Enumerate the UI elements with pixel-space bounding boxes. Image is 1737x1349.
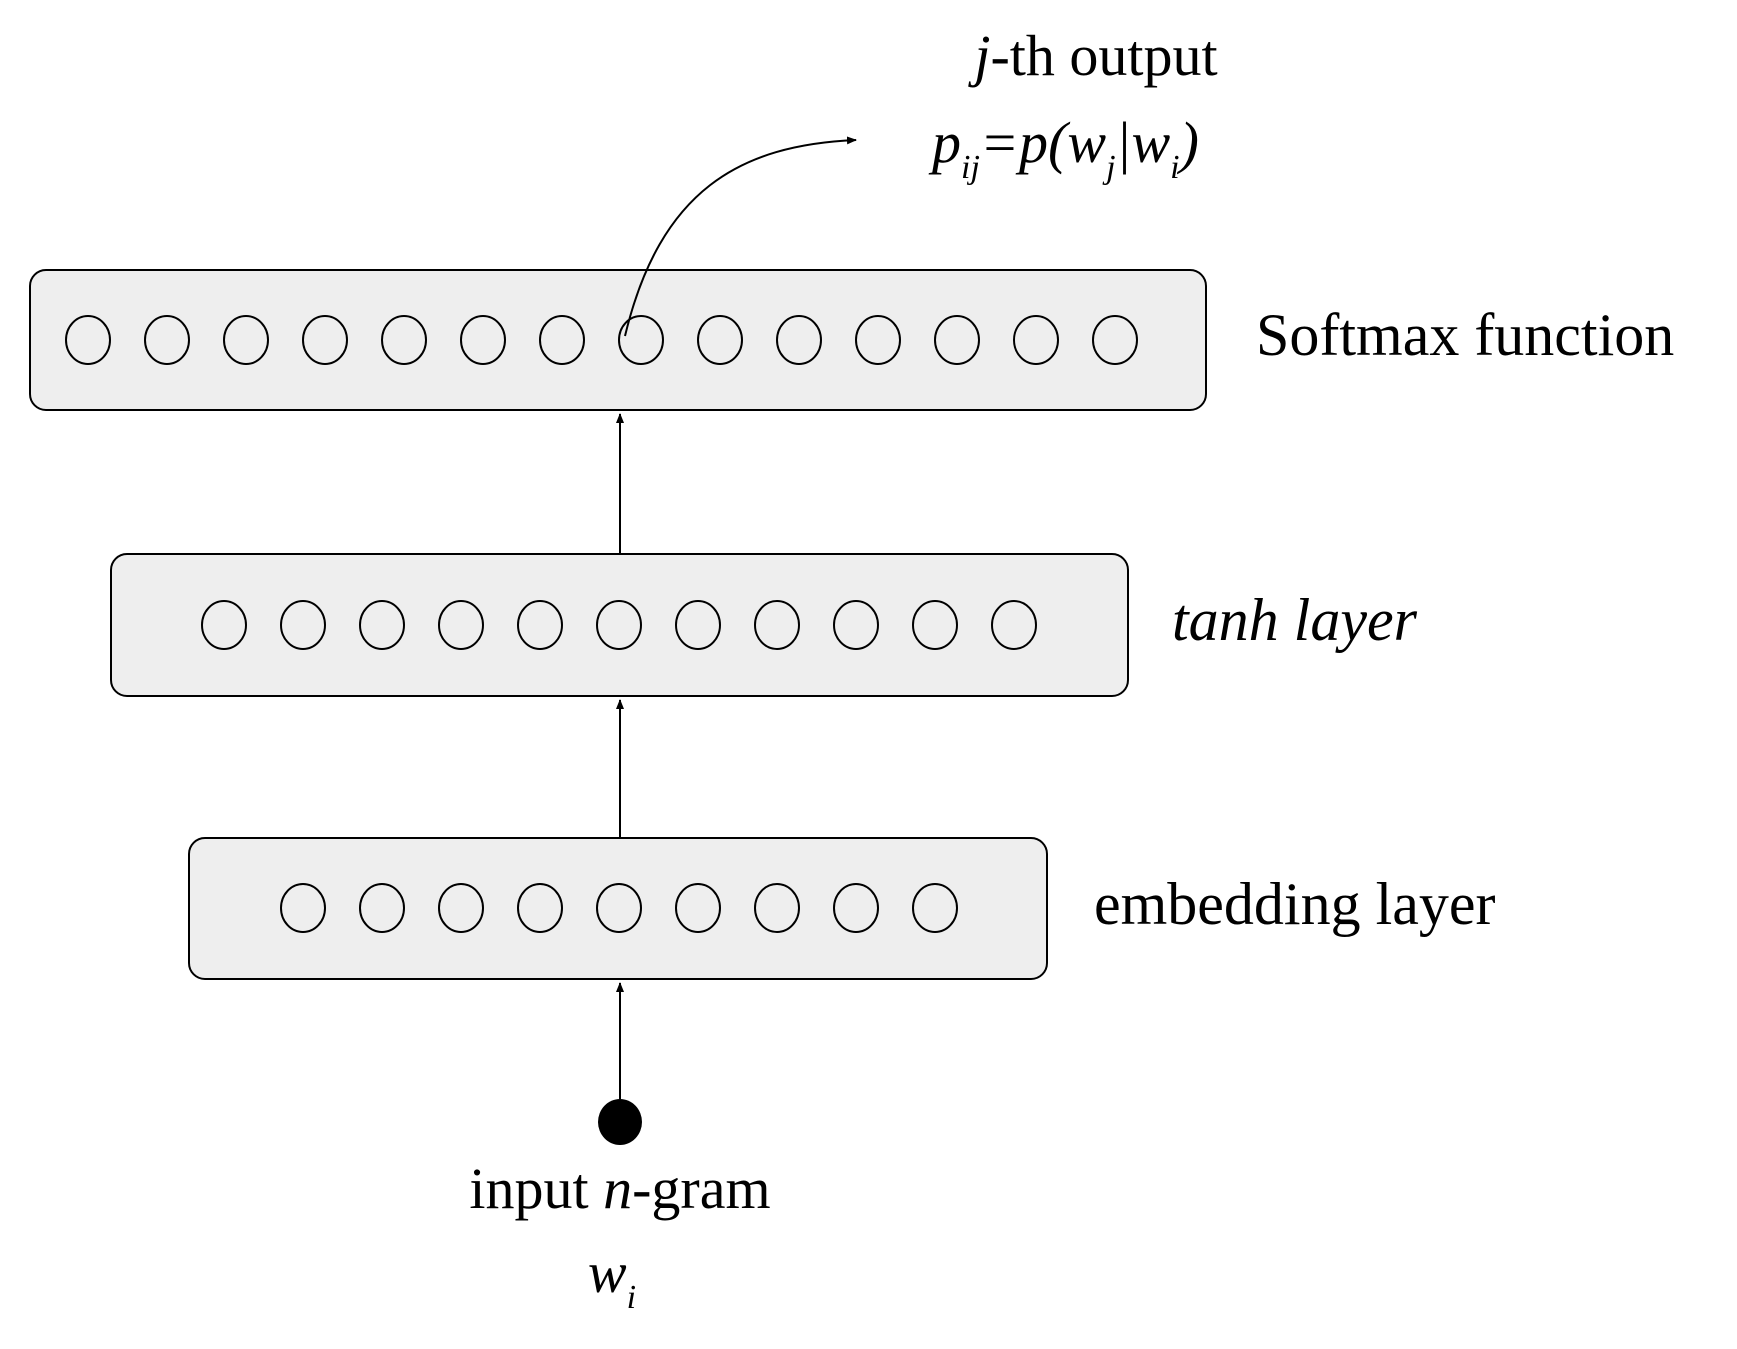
input-ngram-label: input n-gram bbox=[469, 1156, 770, 1221]
softmax-neuron bbox=[144, 315, 190, 365]
tanh-neuron bbox=[912, 600, 958, 650]
embedding-neuron bbox=[280, 883, 326, 933]
output-probability-formula: pij=p(wj|wi) bbox=[928, 110, 1199, 186]
embedding-neuron bbox=[359, 883, 405, 933]
softmax-neuron bbox=[855, 315, 901, 365]
jth-output-arrow bbox=[624, 136, 857, 337]
softmax-neuron bbox=[934, 315, 980, 365]
softmax-neuron bbox=[460, 315, 506, 365]
softmax-neurons bbox=[65, 315, 1138, 365]
softmax-neuron bbox=[302, 315, 348, 365]
embedding-neuron bbox=[912, 883, 958, 933]
embedding-neuron bbox=[675, 883, 721, 933]
embedding-neuron bbox=[833, 883, 879, 933]
tanh-neuron bbox=[833, 600, 879, 650]
embedding-layer-label: embedding layer bbox=[1094, 871, 1496, 937]
tanh-neuron bbox=[438, 600, 484, 650]
embedding-neuron bbox=[596, 883, 642, 933]
softmax-neuron bbox=[1092, 315, 1138, 365]
embedding-neuron bbox=[438, 883, 484, 933]
softmax-neuron bbox=[776, 315, 822, 365]
softmax-neuron bbox=[618, 315, 664, 365]
softmax-neuron bbox=[223, 315, 269, 365]
tanh-layer-panel bbox=[110, 553, 1129, 697]
embedding-neurons bbox=[280, 883, 958, 933]
tanh-neuron bbox=[675, 600, 721, 650]
softmax-neuron bbox=[381, 315, 427, 365]
tanh-neurons bbox=[201, 600, 1037, 650]
softmax-neuron bbox=[539, 315, 585, 365]
tanh-neuron bbox=[517, 600, 563, 650]
tanh-neuron bbox=[991, 600, 1037, 650]
embedding-neuron bbox=[754, 883, 800, 933]
softmax-layer-label: Softmax function bbox=[1256, 302, 1674, 368]
softmax-neuron bbox=[697, 315, 743, 365]
softmax-neuron bbox=[1013, 315, 1059, 365]
tanh-neuron bbox=[201, 600, 247, 650]
tanh-neuron bbox=[596, 600, 642, 650]
tanh-neuron bbox=[754, 600, 800, 650]
output-jth-label: j-th output bbox=[967, 23, 1217, 88]
tanh-layer-label: tanh layer bbox=[1172, 587, 1418, 653]
input-word-label: wi bbox=[588, 1240, 636, 1316]
input-node bbox=[598, 1099, 642, 1145]
embedding-neuron bbox=[517, 883, 563, 933]
tanh-neuron bbox=[359, 600, 405, 650]
softmax-neuron bbox=[65, 315, 111, 365]
embedding-layer-panel bbox=[188, 837, 1048, 980]
tanh-neuron bbox=[280, 600, 326, 650]
